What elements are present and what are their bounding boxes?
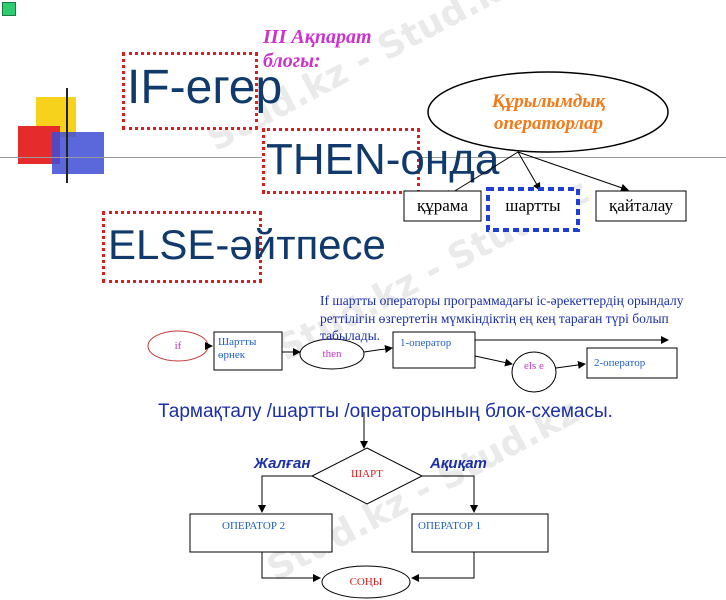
root-ellipse <box>427 71 669 153</box>
flow-then-ellipse <box>299 338 365 370</box>
else-keyword-label: ELSE-әйтпесе <box>108 221 386 268</box>
flowchart-title: Тармақталу /шартты /операторының блок-сх… <box>158 401 613 422</box>
condition-diamond <box>310 447 424 505</box>
child-box-loop <box>595 190 687 222</box>
flow-else-ellipse <box>511 351 557 393</box>
op1-label: ОПЕРАТОР 1 <box>418 520 482 532</box>
if-keyword-label: IF-егер <box>127 61 283 114</box>
end-ellipse <box>321 565 411 599</box>
child-label-conditional: шартты <box>505 196 561 215</box>
child-box-compound <box>403 190 482 222</box>
root-label: Құрылымдық операторлар <box>491 91 606 134</box>
tree-edge-right <box>517 151 629 192</box>
op2-label: ОПЕРАТОР 2 <box>222 520 286 532</box>
true-branch-label: Ақиқат <box>430 455 487 472</box>
flow-op2-label: 2-оператор <box>594 357 646 369</box>
block-title: III Ақпарат блогы: <box>263 26 372 72</box>
tree-edge-middle <box>517 151 541 191</box>
condition-label: ШАРТ <box>350 468 383 480</box>
flow-if-label: if <box>174 340 182 352</box>
tree-edge-left <box>444 151 519 198</box>
child-label-loop: қайталау <box>609 196 673 215</box>
op2-box <box>189 513 333 553</box>
else-keyword-box <box>102 211 262 283</box>
flow-op1-box <box>392 331 476 369</box>
flow-condition-box <box>213 331 283 371</box>
false-branch-label: Жалған <box>254 455 311 472</box>
op1-box <box>411 513 549 553</box>
flow-then-label: then <box>322 348 342 360</box>
flow-op2-box <box>586 347 678 379</box>
decor-blue-square <box>52 132 104 174</box>
decor-vertical-line <box>66 88 68 183</box>
flow-op1-label: 1-оператор <box>400 337 452 349</box>
then-keyword-box <box>262 128 420 194</box>
description-text: If шартты операторы программадағы іс-әре… <box>320 293 684 344</box>
child-box-conditional <box>486 187 580 232</box>
child-label-compound: құрама <box>417 196 468 215</box>
flow-condition-label: Шартты өрнек <box>218 336 257 362</box>
then-keyword-label: THEN-онда <box>266 135 500 184</box>
flow-else-label: els e <box>524 360 544 372</box>
if-keyword-box <box>122 52 258 130</box>
end-label: СОҢЫ <box>349 576 383 588</box>
corner-marker <box>2 2 16 16</box>
